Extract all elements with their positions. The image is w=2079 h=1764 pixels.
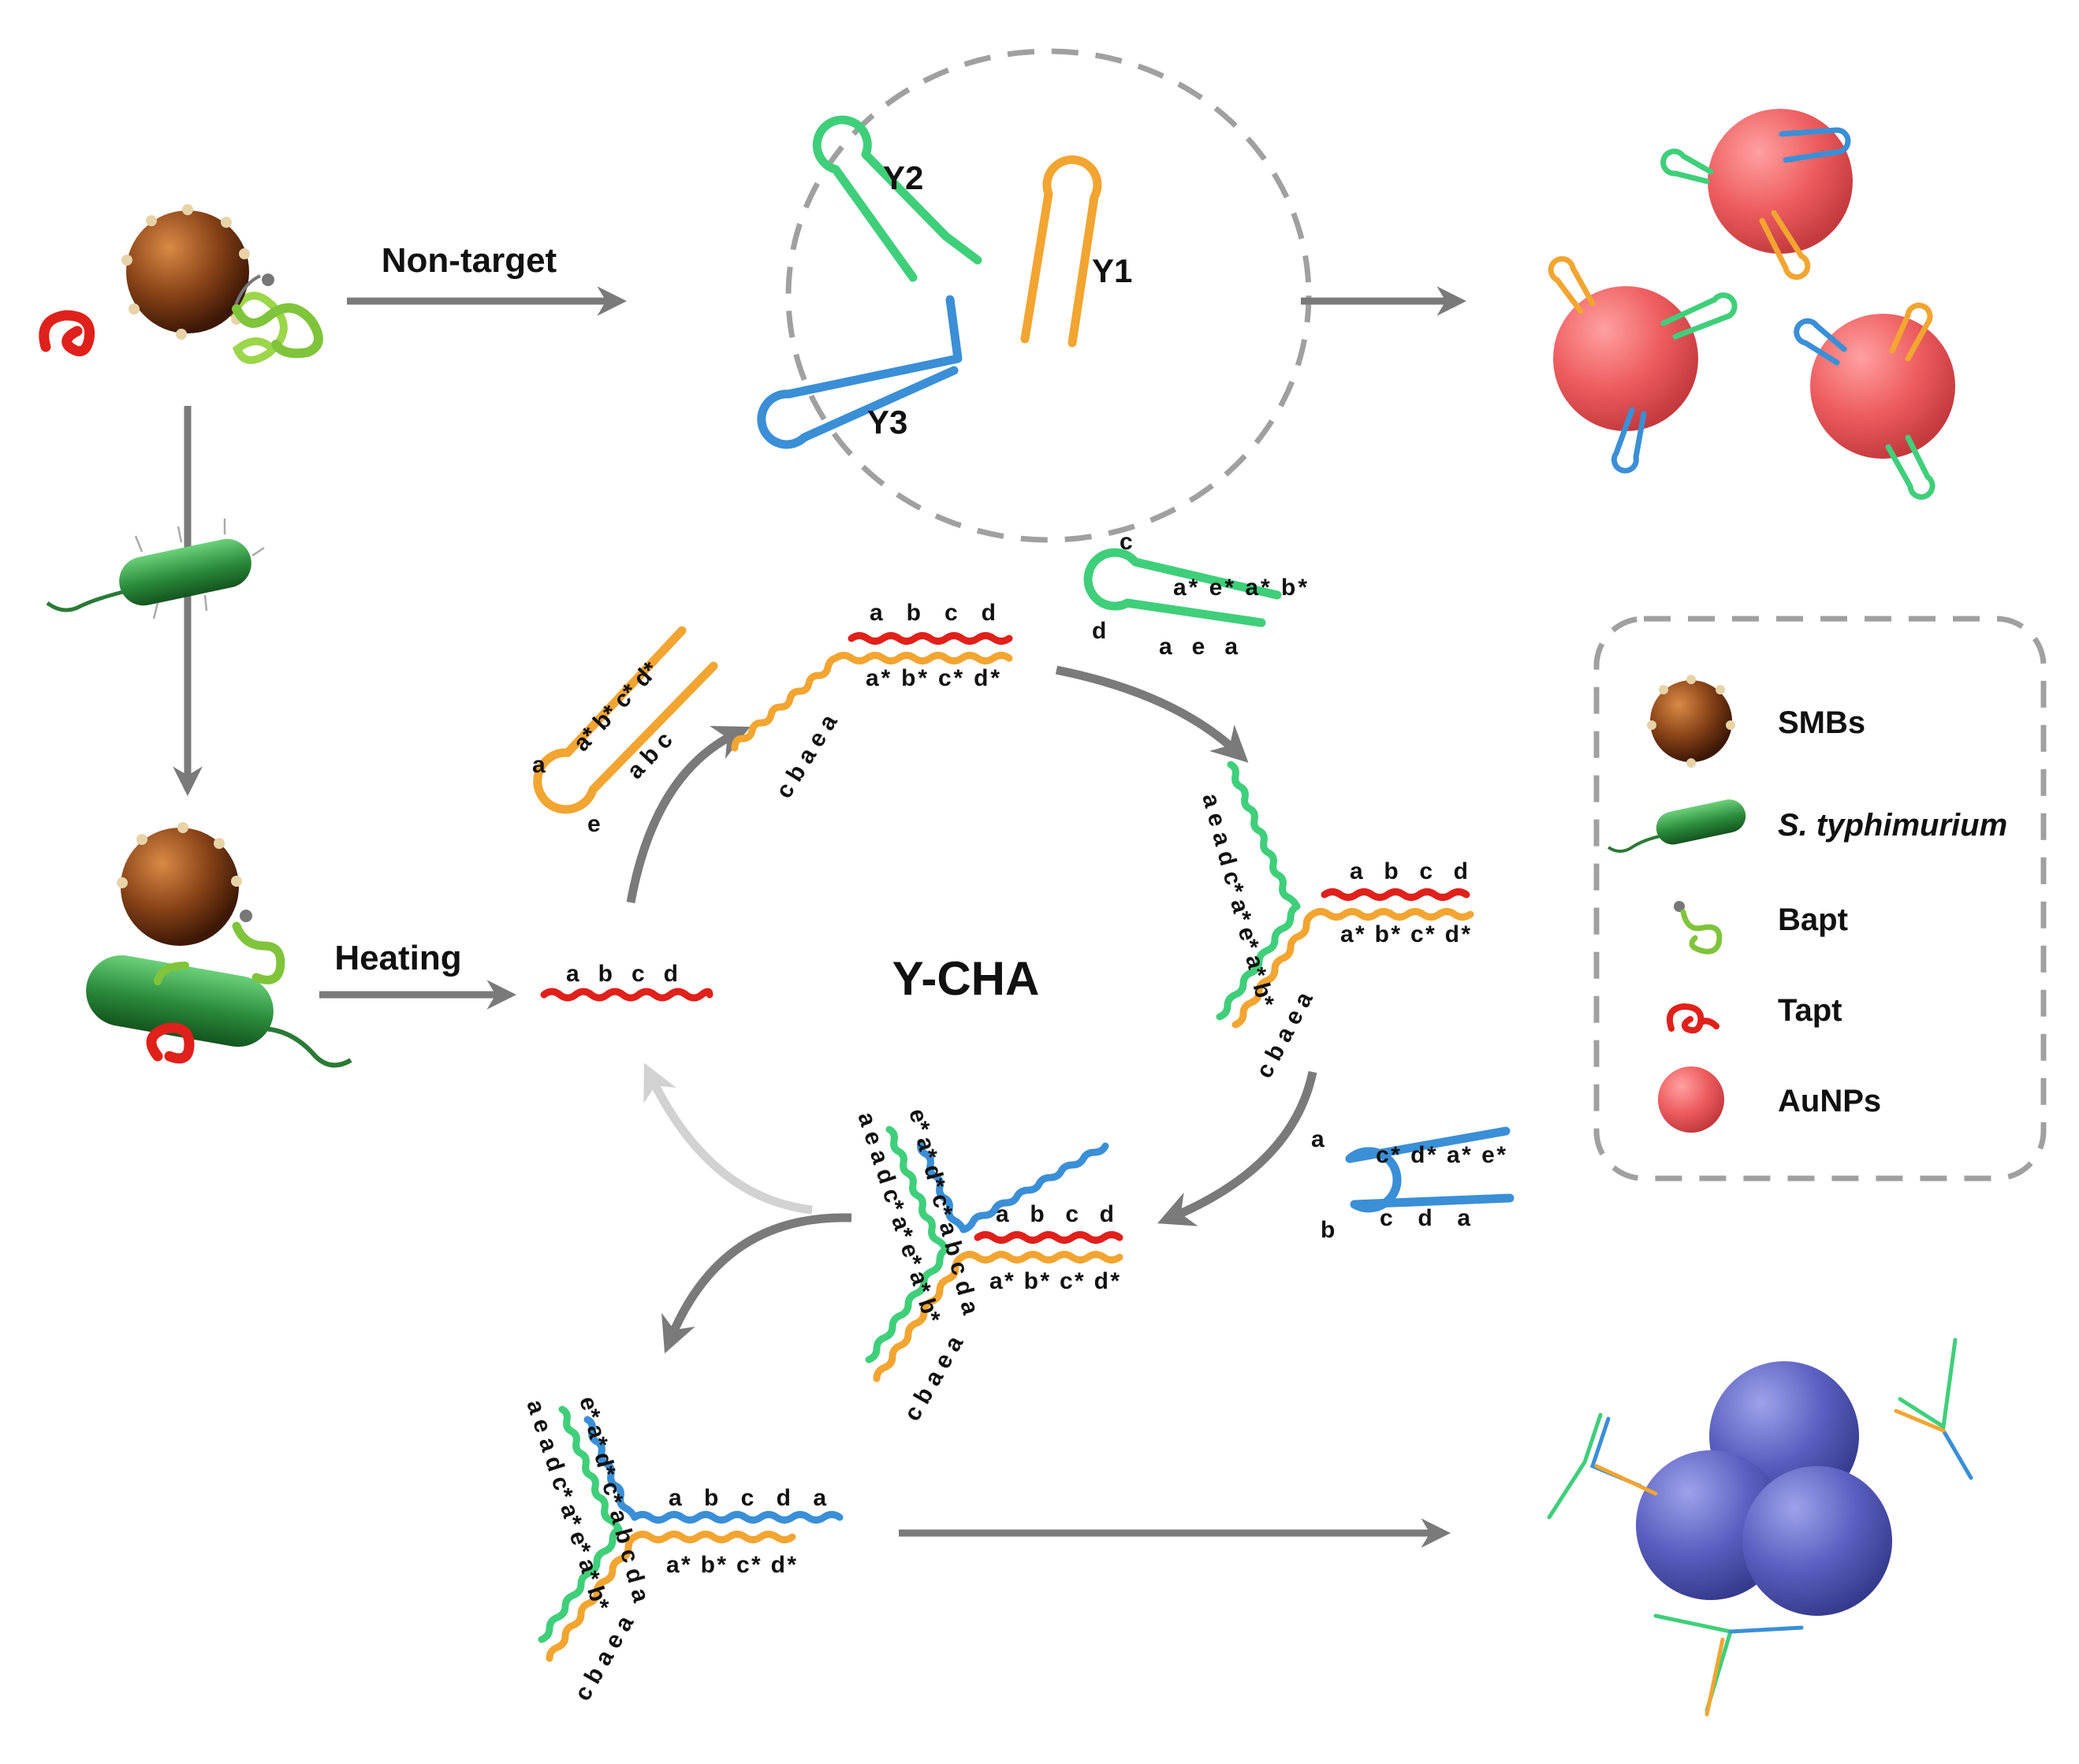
target-segments: a b c d bbox=[566, 961, 678, 987]
bapt-strand-icon bbox=[232, 303, 323, 359]
dispersed-aunps bbox=[1548, 109, 1955, 500]
legend-label-tapt: Tapt bbox=[1778, 993, 1842, 1028]
hairpin-mixture-circle bbox=[785, 48, 1312, 543]
non-target-label: Non-target bbox=[382, 241, 557, 280]
y3-stem-top: c* d* a* e* bbox=[1376, 1142, 1506, 1168]
complex3-tail-segments: c b a e a bbox=[899, 1331, 968, 1425]
final-orange-segments: a* b* c* d* bbox=[666, 1552, 796, 1578]
smb-bead-icon bbox=[126, 210, 249, 333]
legend-item-aunps: AuNPs bbox=[1658, 1066, 1881, 1133]
y1-hairpin-cycle bbox=[533, 626, 718, 814]
legend-item-s-typhimurium: S. typhimurium bbox=[1607, 799, 2007, 853]
legend-item-tapt: Tapt bbox=[1666, 993, 1842, 1034]
y-shaped-dna-structure bbox=[538, 1405, 844, 1662]
y2-hairpin-cycle bbox=[1083, 548, 1282, 627]
cycle-arrow-2 bbox=[1055, 665, 1249, 763]
tapt-strand-icon bbox=[39, 310, 95, 357]
aunp-sphere-icon bbox=[1708, 109, 1853, 254]
cycle-arrow-3 bbox=[1157, 1070, 1317, 1226]
y3-stem-bottom: c d a bbox=[1380, 1205, 1470, 1231]
y3-hairpin-icon bbox=[757, 295, 963, 449]
legend-item-bapt: Bapt bbox=[1674, 901, 1848, 955]
complex1-bottom-segments: a* b* c* d* bbox=[866, 665, 1000, 691]
target-y1-y2-complex bbox=[1216, 761, 1474, 1029]
legend-label-s-typhimurium: S. typhimurium bbox=[1778, 808, 2007, 843]
y2-hairpin-icon bbox=[812, 115, 982, 282]
tapt-strand-icon bbox=[1666, 1003, 1719, 1034]
smb-bacterium-complex bbox=[86, 822, 352, 1068]
bacterium-icon bbox=[1656, 799, 1746, 845]
y-cha-label: Y-CHA bbox=[892, 952, 1040, 1005]
legend-label-bapt: Bapt bbox=[1778, 902, 1848, 937]
y3-loop-b: b bbox=[1321, 1217, 1335, 1243]
y2-label: Y2 bbox=[883, 159, 923, 196]
aunp-sphere-icon bbox=[1658, 1066, 1724, 1133]
smb-bapt-tapt-complex bbox=[39, 204, 323, 364]
target-strand bbox=[540, 988, 713, 1002]
final-blue-segments: a b c d a bbox=[669, 1485, 826, 1511]
s-typhimurium-icon bbox=[46, 519, 265, 620]
y3-loop-a: a bbox=[1311, 1126, 1325, 1152]
cycle-arrow-1 bbox=[626, 726, 751, 903]
target-y1-complex bbox=[731, 632, 1013, 752]
release-arrow bbox=[661, 1213, 852, 1354]
complex2-green-arm-segments: a e a d c* a* e* a* b* bbox=[1197, 791, 1279, 1010]
y3-label: Y3 bbox=[867, 404, 907, 441]
y3-hairpin-cycle bbox=[1345, 1126, 1515, 1213]
complex3-bottom-segments: a* b* c* d* bbox=[989, 1268, 1120, 1294]
legend-panel: SMBs S. typhimurium Bapt Tapt AuNPs bbox=[1593, 616, 2047, 1182]
y2-loop-c: c bbox=[1120, 529, 1133, 555]
y2-loop-d: d bbox=[1092, 618, 1106, 644]
target-recycling-arrow bbox=[643, 1062, 813, 1215]
y1-loop-e: e bbox=[587, 811, 601, 837]
y1-label: Y1 bbox=[1092, 252, 1132, 289]
y2-stem-top: a* e* a* b* bbox=[1173, 575, 1307, 601]
complex2-bottom-segments: a* b* c* d* bbox=[1340, 921, 1470, 947]
y1-loop-a: a bbox=[532, 752, 546, 778]
smb-bead-icon bbox=[1650, 680, 1732, 762]
legend-label-smbs: SMBs bbox=[1778, 705, 1865, 740]
complex2-top-segments: a b c d bbox=[1350, 858, 1468, 884]
aggregated-aunps bbox=[1547, 1338, 1973, 1717]
complex3-top-segments: a b c d bbox=[996, 1201, 1114, 1227]
y2-stem-bottom: a e a bbox=[1159, 634, 1238, 660]
final-tail-segments: c b a e a bbox=[569, 1611, 639, 1705]
complex1-top-segments: a b c d bbox=[870, 600, 996, 626]
heating-label: Heating bbox=[334, 939, 461, 977]
legend-label-aunps: AuNPs bbox=[1778, 1084, 1881, 1118]
complex1-tail-segments: c b a e a bbox=[771, 710, 843, 803]
bapt-strand-icon bbox=[1680, 909, 1723, 955]
y1-hairpin-icon bbox=[1020, 155, 1102, 348]
target-y1-y2-y3-complex bbox=[865, 1126, 1123, 1383]
legend-item-smbs: SMBs bbox=[1647, 675, 1865, 768]
